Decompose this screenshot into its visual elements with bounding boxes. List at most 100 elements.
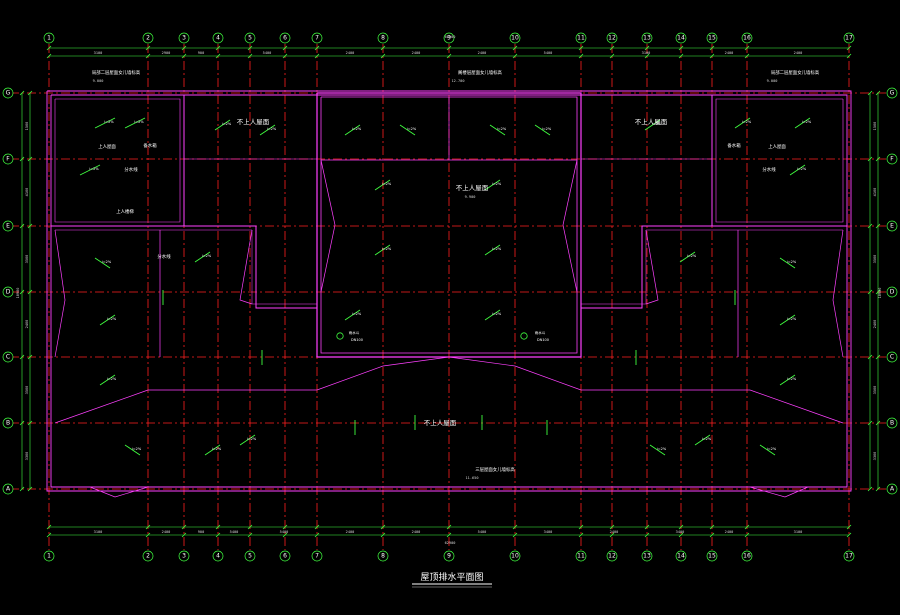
dim-tick-bottom-inner-6 [314,524,320,530]
slope-label-25: i=2% [787,317,797,321]
dim-tick-bottom-inner-2 [181,524,187,530]
dim-text-right-4: 3500 [873,386,877,395]
corner-block-right-inner [715,98,844,223]
label-no-access-center: 不上人屋面 [456,183,489,192]
dim-text-top-0: 3100 [94,51,103,55]
overall-dim-top: 62900 [445,35,456,39]
dim-tick-top-inner-2 [181,53,187,59]
drain-arrow-1 [124,117,146,129]
dim-tick-top-inner-13 [678,53,684,59]
dim-tick-top-outer-9 [512,45,518,51]
walls-and-parapets [46,90,852,492]
axis-label-9-top: 9 [447,35,451,42]
axis-label-9-bottom: 9 [447,553,451,560]
axis-bubble-17-top [843,32,855,44]
left-wing-edge-inner [55,229,317,305]
axis-bubble-B-left [2,417,14,429]
dim-tick-top-outer-3 [215,45,221,51]
dim-tick-top-outer-6 [314,45,320,51]
elev-lower-roof: 11.650 [466,476,479,480]
dim-tick-bottom-inner-5 [282,524,288,530]
axis-bubble-16-bottom [741,550,753,562]
drain-arrow-2 [79,164,101,176]
dim-text-right-1: 4100 [873,188,877,197]
axis-bubble-E-right [886,220,898,232]
right-wing-hip [645,229,659,305]
drain-right-icon [520,332,528,340]
drain-arrow-16 [734,117,751,129]
axis-label-15-bottom: 15 [708,553,716,560]
axis-bubbles: 1122334455667788991010111112121313141415… [2,32,898,562]
axis-label-3-bottom: 3 [182,553,186,560]
axis-label-E-right: E [890,223,894,230]
dim-tick-top-inner-0 [46,53,52,59]
slope-label-31: i=2% [702,437,712,441]
slope-label-32: i=2% [767,447,777,451]
dim-tick-right-inner-6 [867,486,873,492]
axis-label-16-top: 16 [743,35,751,42]
dim-tick-top-inner-7 [380,53,386,59]
axis-bubble-4-bottom [212,550,224,562]
dim-text-left-5: 3300 [25,452,29,461]
axis-label-E-left: E [6,223,10,230]
drain-arrow-21 [99,314,116,326]
axis-label-7-top: 7 [315,35,319,42]
axis-bubble-13-bottom [641,550,653,562]
left-hip [54,229,66,358]
label-divider-mid-left: 分水线 [157,253,171,260]
axis-label-5-top: 5 [248,35,252,42]
axis-bubble-14-top [675,32,687,44]
label-drain-right-code: DN100 [537,338,549,342]
drawing-title-text: 屋顶排水平面图 [420,571,483,583]
dim-tick-top-outer-4 [247,45,253,51]
slope-label-21: i=2% [107,317,117,321]
dim-text-top-10: 2400 [794,51,803,55]
drain-arrow-28 [204,444,221,456]
axis-bubble-9-top [443,32,455,44]
slope-label-7: i=2% [497,127,507,131]
dim-tick-top-outer-5 [282,45,288,51]
dim-tick-bottom-inner-9 [512,524,518,530]
axis-bubble-5-bottom [244,550,256,562]
axis-bubble-12-bottom [606,550,618,562]
axis-bubble-10-bottom [509,550,521,562]
dim-tick-top-outer-13 [678,45,684,51]
slope-label-20: i=2% [202,254,212,258]
dim-text-top-3: 5400 [263,51,272,55]
dim-tick-top-inner-1 [145,53,151,59]
dim-tick-left-outer-6 [19,486,25,492]
axis-label-10-bottom: 10 [511,553,519,560]
dim-tick-bottom-inner-7 [380,524,386,530]
label-accessible-right: 上人屋面 [768,143,786,150]
dim-text-left-3: 2400 [25,320,29,329]
axis-label-F-left: F [6,156,10,163]
axis-bubble-E-left [2,220,14,232]
dim-tick-bottom-inner-11 [609,524,615,530]
dim-tick-bottom-inner-13 [678,524,684,530]
dim-text-bottom-4: 5400 [280,530,289,534]
dim-tick-top-inner-11 [609,53,615,59]
label-drain-right: 雨水斗 [535,330,546,335]
dim-tick-left-inner-0 [27,90,33,96]
dim-tick-right-outer-4 [875,354,881,360]
roof-labels: 局部二层屋面女儿墙标高 9.000 阁楼层屋面女儿墙标高 12.700 局部二层… [92,69,820,480]
dim-tick-top-inner-6 [314,53,320,59]
axis-label-3-top: 3 [182,35,186,42]
slope-label-17: i=2% [802,120,812,124]
axis-label-C-left: C [6,354,10,361]
left-wing-hip [239,229,253,305]
drain-arrow-5 [344,124,361,136]
dim-text-left-4: 3500 [25,386,29,395]
axis-label-15-top: 15 [708,35,716,42]
overall-dim-left: 18900 [16,288,20,299]
dim-tick-bottom-outer-5 [282,532,288,538]
dim-text-bottom-9: 2400 [610,530,619,534]
axis-bubble-12-top [606,32,618,44]
drain-arrow-10 [374,244,391,256]
dim-tick-bottom-outer-7 [380,532,386,538]
center-hip-left [320,159,336,293]
slope-label-23: i=2% [787,260,797,264]
dim-tick-bottom-outer-6 [314,532,320,538]
dim-tick-right-inner-5 [867,420,873,426]
drain-arrow-7 [489,124,506,136]
